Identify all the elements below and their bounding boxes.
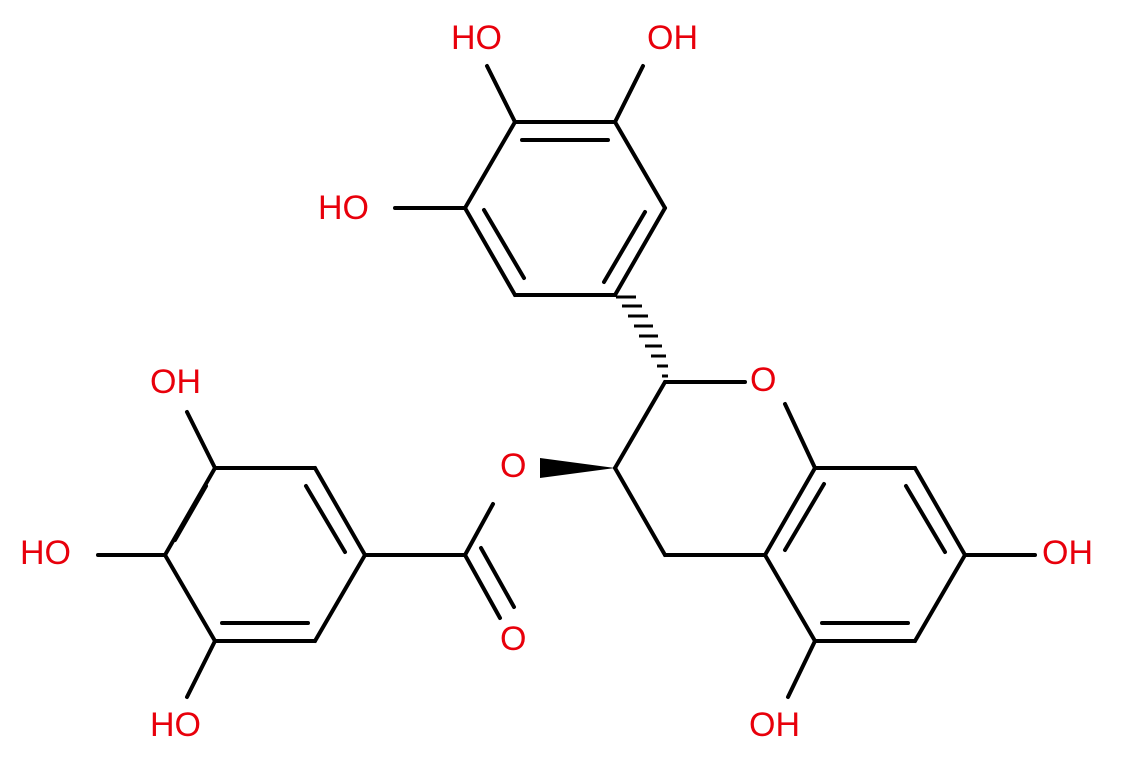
bond — [913, 466, 967, 557]
bond — [463, 120, 517, 210]
bond — [613, 466, 667, 557]
bond — [783, 482, 826, 552]
hashed-wedge-bond — [616, 295, 668, 378]
bond — [304, 484, 347, 554]
bond — [613, 380, 667, 470]
atom-label-oxygen: O — [500, 620, 526, 658]
atom-labels: HO OH HO O O OH HO HO O OH OH — [20, 19, 1093, 744]
bond — [163, 553, 217, 643]
bond — [479, 546, 516, 609]
bond — [783, 402, 817, 470]
bond — [185, 639, 217, 699]
bond — [763, 553, 817, 643]
bond — [602, 210, 647, 284]
bond — [763, 466, 817, 557]
bond — [913, 553, 967, 643]
atom-label-oxygen: O — [750, 361, 776, 399]
atom-label-oh: HO — [451, 19, 502, 57]
atom-label-oxygen: O — [500, 447, 526, 485]
atom-label-oh: OH — [749, 706, 800, 744]
atom-label-oh: OH — [150, 363, 201, 401]
bond — [613, 64, 645, 124]
bond — [613, 120, 667, 210]
bond — [482, 208, 526, 280]
solid-wedge-bond — [540, 458, 615, 478]
atom-label-oh: OH — [647, 19, 698, 57]
bond — [463, 502, 495, 557]
bond — [185, 410, 217, 470]
bond — [485, 64, 517, 124]
bond — [613, 206, 667, 297]
bond — [313, 466, 367, 557]
atom-label-oh: HO — [318, 189, 369, 227]
atom-label-oh: HO — [20, 534, 71, 572]
bond — [173, 484, 208, 542]
atom-label-oh: HO — [150, 706, 201, 744]
bond — [463, 206, 517, 297]
bond — [786, 639, 817, 699]
bonds — [96, 64, 1037, 699]
bond — [463, 553, 502, 620]
bond — [313, 553, 367, 643]
bond — [904, 484, 947, 554]
atom-label-oh: OH — [1042, 534, 1093, 572]
